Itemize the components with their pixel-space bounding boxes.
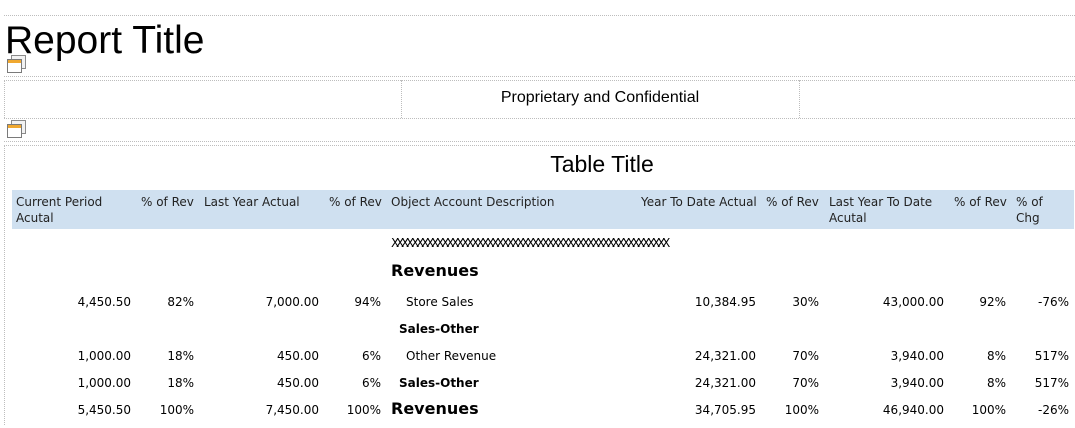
- header-pct-rev: % of Rev: [766, 195, 819, 209]
- section-divider: [4, 141, 1075, 142]
- section-divider: [4, 15, 1075, 16]
- group-heading-revenues: Revenues: [391, 261, 479, 280]
- cell-last-year: 7,450.00: [265, 403, 319, 417]
- section-divider: [401, 80, 402, 118]
- section-divider: [4, 80, 1075, 81]
- section-divider: [4, 80, 5, 118]
- section-divider: [4, 145, 5, 425]
- section-divider: [4, 145, 1075, 146]
- table-title: Table Title: [550, 151, 654, 177]
- cell-ytd: 34,705.95: [694, 403, 756, 417]
- header-pct-chg: % of Chg: [1016, 195, 1043, 225]
- cell-pct: 100%: [159, 403, 194, 417]
- section-divider: [799, 80, 800, 118]
- header-ytd-actual: Year To Date Actual: [641, 195, 757, 209]
- header-description: Object Account Description: [391, 195, 555, 209]
- cell-ytd: 24,321.00: [694, 349, 756, 363]
- cell-description: Store Sales: [406, 295, 474, 309]
- cell-ytd: 10,384.95: [694, 295, 756, 309]
- cell-pct: 92%: [979, 295, 1006, 309]
- cell-pct: 8%: [986, 376, 1006, 390]
- cell-current: 1,000.00: [77, 376, 131, 390]
- header-current-period: Current Period Acutal: [16, 195, 103, 225]
- cell-last-year: 7,000.00: [265, 295, 319, 309]
- cell-last-year-ytd: 43,000.00: [882, 295, 944, 309]
- cell-ytd: 24,321.00: [694, 376, 756, 390]
- cell-last-year-ytd: 3,940.00: [890, 376, 944, 390]
- table-header-row: [12, 190, 1074, 229]
- cell-pct: 70%: [792, 349, 819, 363]
- cell-pct: 6%: [361, 376, 381, 390]
- cell-pct: 100%: [784, 403, 819, 417]
- report-title: Report Title: [5, 19, 205, 62]
- cell-pct-chg: 517%: [1034, 376, 1069, 390]
- cell-pct: 82%: [167, 295, 194, 309]
- section-divider: [4, 118, 1075, 119]
- header-pct-rev: % of Rev: [954, 195, 1007, 209]
- cell-pct: 18%: [167, 376, 194, 390]
- cell-pct: 8%: [986, 349, 1006, 363]
- cell-pct: 94%: [354, 295, 381, 309]
- header-pct-rev: % of Rev: [141, 195, 194, 209]
- cell-last-year: 450.00: [277, 376, 319, 390]
- cell-pct: 100%: [346, 403, 381, 417]
- header-pct-rev: % of Rev: [329, 195, 382, 209]
- cell-last-year: 450.00: [277, 349, 319, 363]
- cell-last-year-ytd: 3,940.00: [890, 349, 944, 363]
- cell-pct: 70%: [792, 376, 819, 390]
- cell-pct-chg: -76%: [1037, 295, 1069, 309]
- cell-pct: 6%: [361, 349, 381, 363]
- cell-pct: 18%: [167, 349, 194, 363]
- cell-pct: 30%: [792, 295, 819, 309]
- cell-current: 4,450.50: [77, 295, 131, 309]
- cell-last-year-ytd: 46,940.00: [882, 403, 944, 417]
- header-last-year-ytd: Last Year To Date Acutal: [829, 195, 933, 225]
- cell-pct-chg: -26%: [1037, 403, 1069, 417]
- confidential-label: Proprietary and Confidential: [500, 89, 700, 106]
- cell-pct-chg: 517%: [1034, 349, 1069, 363]
- page-section-icon[interactable]: [6, 120, 26, 138]
- placeholder-text: XXXXXXXXXXXXXXXXXXXXXXXXXXXXXXXXXXXXXXXX…: [391, 236, 670, 250]
- cell-description: Revenues: [391, 399, 479, 418]
- header-last-year-actual: Last Year Actual: [204, 195, 300, 209]
- cell-current: 1,000.00: [77, 349, 131, 363]
- section-divider: [4, 76, 1075, 77]
- cell-description: Sales-Other: [399, 376, 479, 390]
- page-section-icon[interactable]: [6, 55, 26, 73]
- cell-current: 5,450.50: [77, 403, 131, 417]
- group-heading-sales-other: Sales-Other: [399, 322, 479, 336]
- cell-pct: 100%: [971, 403, 1006, 417]
- cell-description: Other Revenue: [406, 349, 497, 363]
